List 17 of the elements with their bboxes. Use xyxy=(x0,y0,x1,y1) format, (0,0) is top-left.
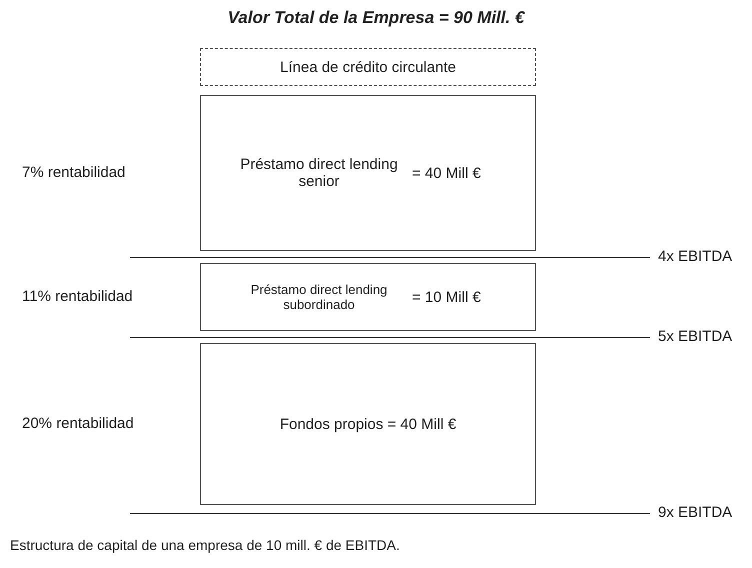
segment-name: Préstamo direct lending senior xyxy=(239,156,399,190)
yield-label: 7% rentabilidad xyxy=(22,164,126,181)
capital-segment-box xyxy=(200,95,536,251)
capital-segment-box xyxy=(200,343,536,505)
diagram-title: Valor Total de la Empresa = 90 Mill. € xyxy=(226,8,526,28)
segment-name: Préstamo direct lending subordinado xyxy=(250,282,388,312)
multiple-label: 4x EBITDA xyxy=(658,248,732,265)
multiple-label: 5x EBITDA xyxy=(658,328,732,345)
diagram-caption: Estructura de capital de una empresa de 10 mill. € de EBITDA. xyxy=(10,537,400,553)
yield-label: 11% rentabilidad xyxy=(22,288,133,305)
segment-text: Fondos propios = 40 Mill € xyxy=(280,416,456,432)
multiple-label: 9x EBITDA xyxy=(658,504,732,521)
yield-label: 20% rentabilidad xyxy=(22,415,134,432)
capital-segment-box xyxy=(200,263,536,331)
segment-amount: = 10 Mill € xyxy=(412,288,482,306)
segment-text: Línea de crédito circulante xyxy=(280,58,456,76)
segment-amount: = 40 Mill € xyxy=(412,164,482,182)
